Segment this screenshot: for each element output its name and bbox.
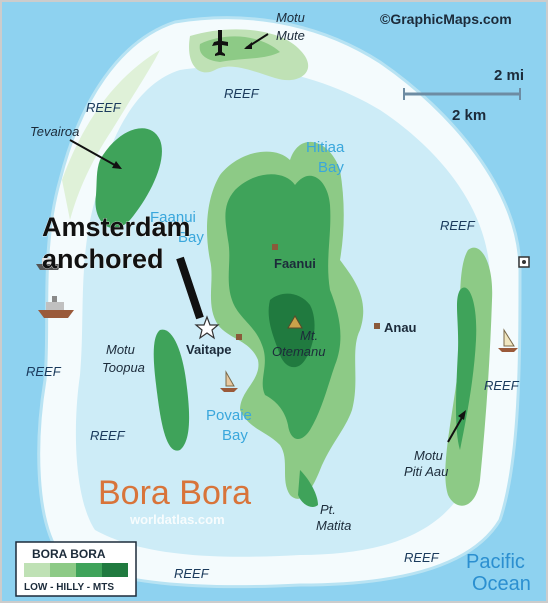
legend-scale: LOW - HILLY - MTS [24,582,114,593]
hitiaa-bay-label-1: Hitiaa [306,139,345,156]
legend-swatch-mts [102,563,128,577]
east-motu-hill [456,287,477,450]
faanui-bay-label-2: Bay [178,229,204,246]
reef-label: REEF [484,378,520,393]
legend-swatch-low [24,563,50,577]
legend: BORA BORA LOW - HILLY - MTS [15,541,137,597]
vaitape-marker [236,334,242,340]
hitiaa-bay-label-2: Bay [318,159,344,176]
point-matita [298,470,318,507]
scale-miles: 2 mi [494,67,524,84]
tevairoa-arrow [69,139,121,169]
reef-label: REEF [86,100,122,115]
motu-mute-arrowhead [244,42,252,49]
credit-text: ©GraphicMaps.com [380,11,512,27]
vaitape-label: Vaitape [186,342,232,357]
reef-label: REEF [90,428,126,443]
motu-piti-aau-label-2: Piti Aau [404,464,448,479]
ship-icon [38,296,74,318]
motu-piti-aau-arrowhead [458,410,466,420]
mt-otemanu-label-2: Otemanu [272,344,325,359]
sailboat-icon [498,328,518,352]
anau-label: Anau [384,320,417,335]
faanui-marker [272,244,278,250]
watermark-text: worldatlas.com [129,512,225,527]
tevairoa-island [95,128,162,229]
anau-marker [374,323,380,329]
motu-toopua-label-2: Toopua [102,360,145,375]
reef-label: REEF [26,364,62,379]
legend-swatch-low-hilly [50,563,76,577]
ship-icon [36,258,62,270]
pacific-ocean-label-1: Pacific [466,551,525,573]
buoy-icon [518,256,530,268]
mt-otemanu-peak-icon [287,315,303,329]
reef-label: REEF [224,86,260,101]
faanui-bay-label-1: Faanui [150,209,196,226]
motu-toopua-label-1: Motu [106,342,135,357]
map-title: Bora Bora [98,474,251,512]
motu-mute-label-1: Motu [276,10,305,25]
tevairoa-arrowhead [112,161,122,169]
legend-title: BORA BORA [32,547,106,561]
reef-label: REEF [174,566,210,581]
povaie-bay-label-2: Bay [222,427,248,444]
scale-km: 2 km [452,107,486,124]
motu-piti-aau-label-1: Motu [414,448,443,463]
pt-matita-label-1: Pt. [320,502,336,517]
povaie-bay-label-1: Povaie [206,407,252,424]
pt-matita-label-2: Matita [316,518,351,533]
legend-swatch-hilly [76,563,102,577]
motu-mute-label-2: Mute [276,28,305,43]
reef-label: REEF [404,550,440,565]
annotation-line-2: anchored [42,244,164,274]
motu-piti-aau-arrow [447,413,465,443]
annotation-line-1: Amsterdam [42,212,191,242]
motu-toopua-island [153,329,190,451]
west-reef-strip [62,50,160,220]
faanui-label: Faanui [274,256,316,271]
reef-label: REEF [440,218,476,233]
sailboat-icon [220,370,238,392]
pacific-ocean-label-2: Ocean [472,573,531,595]
tevairoa-label: Tevairoa [30,124,79,139]
anchor-pointer-line [176,256,204,320]
star-icon [194,315,220,340]
main-island-peak [268,293,315,368]
airplane-icon [212,30,228,56]
mt-otemanu-label-1: Mt. [300,328,318,343]
